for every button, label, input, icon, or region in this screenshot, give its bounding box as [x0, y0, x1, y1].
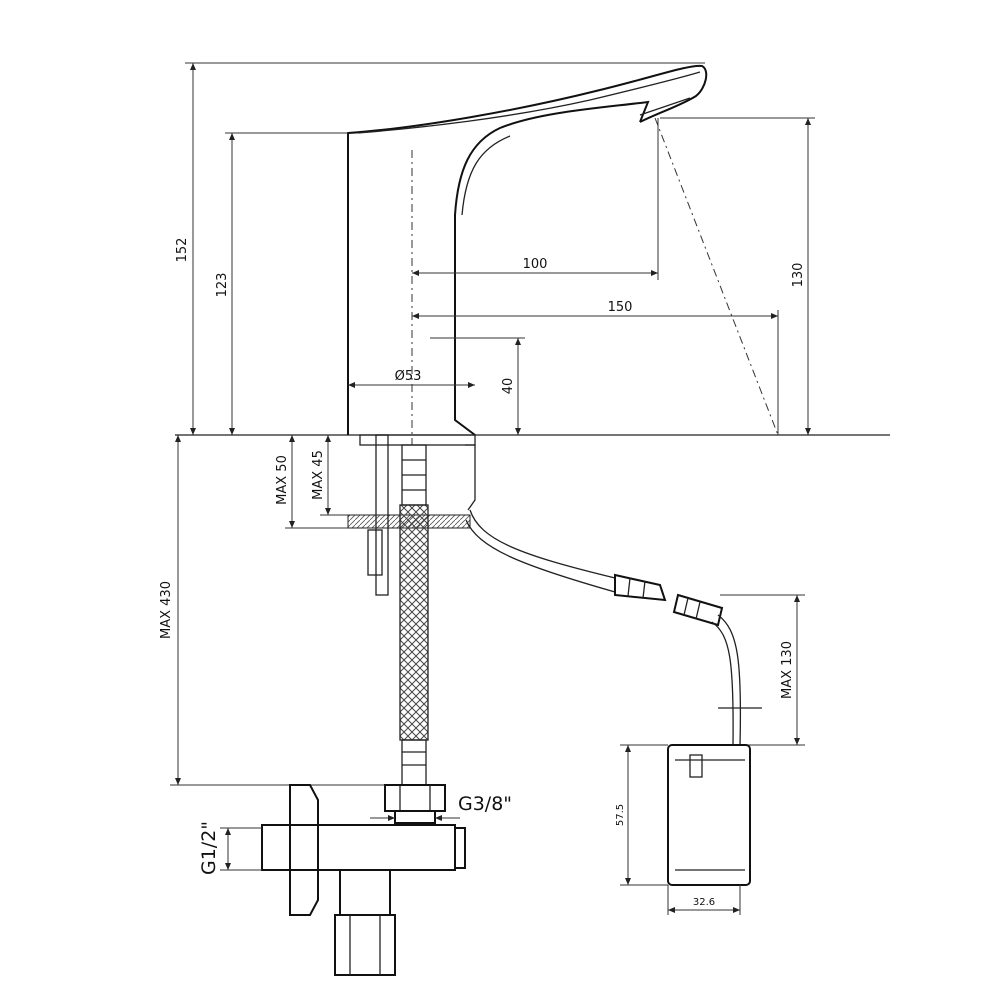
dim-max50-label: MAX 50 [275, 455, 290, 505]
valve-thread-label: G1/2" [198, 821, 220, 875]
dim-123-label: 123 [215, 273, 230, 298]
dim-max45-label: MAX 45 [311, 450, 326, 500]
dim-diameter-label: Ø53 [395, 369, 422, 384]
sensor-range-line [654, 117, 779, 436]
dim-130-label: 130 [791, 263, 806, 288]
box-height-label: 57.5 [615, 804, 626, 826]
angle-valve [261, 784, 466, 976]
hose-thread-label: G3/8" [458, 793, 512, 815]
faucet-body [347, 64, 708, 436]
control-box [667, 744, 751, 886]
braided-hose [399, 444, 429, 786]
dim-150-label: 150 [608, 300, 633, 315]
dim-152-label: 152 [175, 238, 190, 263]
box-width-label: 32.6 [693, 897, 715, 908]
dim-max130-label: MAX 130 [780, 641, 795, 699]
dim-100-label: 100 [523, 257, 548, 272]
dim-max430-label: MAX 430 [159, 581, 174, 639]
sensor-cable [465, 509, 762, 746]
dim-40-label: 40 [501, 378, 516, 395]
